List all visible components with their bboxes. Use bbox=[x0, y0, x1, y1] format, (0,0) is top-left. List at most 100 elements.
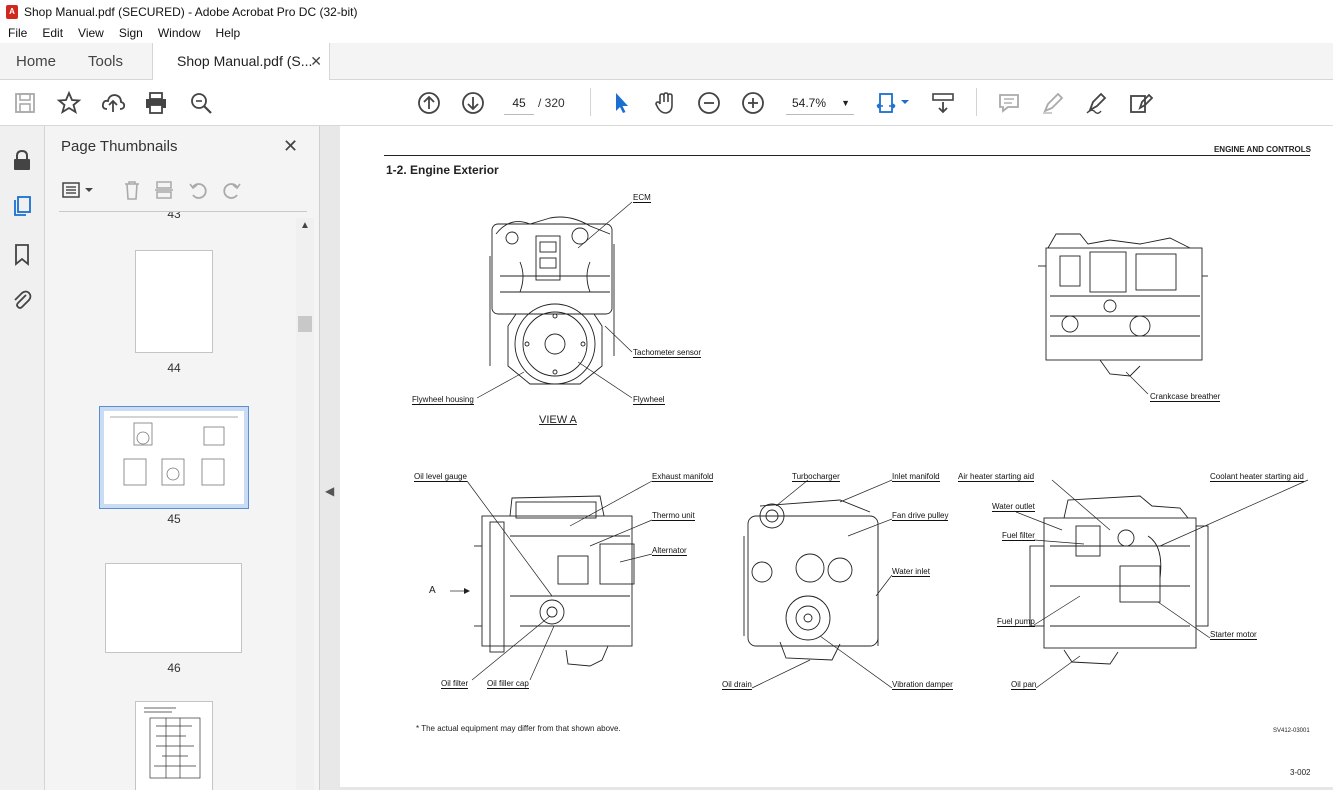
label-vibration-damper: Vibration damper bbox=[892, 680, 953, 690]
label-crankcase-breather: Crankcase breather bbox=[1150, 392, 1221, 402]
label-fan-drive-pulley: Fan drive pulley bbox=[892, 511, 949, 521]
scrollbar-thumb[interactable] bbox=[298, 316, 312, 332]
rotate-right-icon[interactable] bbox=[221, 179, 243, 201]
close-panel-icon[interactable]: ✕ bbox=[283, 136, 299, 156]
rotate-left-icon[interactable] bbox=[187, 179, 209, 201]
scroll-mode-icon[interactable] bbox=[930, 90, 956, 116]
label-air-heater: Air heater starting aid bbox=[958, 472, 1035, 482]
acrobat-app-icon: A bbox=[6, 4, 18, 19]
label-water-inlet: Water inlet bbox=[892, 567, 930, 577]
page-header: ENGINE AND CONTROLS bbox=[1213, 145, 1311, 154]
thumbnail-options-icon[interactable] bbox=[61, 179, 95, 201]
toolbar-divider bbox=[976, 88, 977, 116]
thumbnail-label-partial: 43 bbox=[167, 212, 181, 220]
label-ecm: ECM bbox=[633, 193, 651, 203]
menu-sign[interactable]: Sign bbox=[118, 26, 143, 40]
highlight-pen-icon[interactable] bbox=[1040, 90, 1066, 116]
bookmarks-icon[interactable] bbox=[10, 242, 34, 266]
thumbnail-label: 44 bbox=[167, 361, 181, 375]
thumbnail-page-44[interactable] bbox=[135, 250, 213, 353]
label-fuel-filter: Fuel filter bbox=[1002, 531, 1035, 541]
menu-window[interactable]: Window bbox=[157, 26, 201, 40]
delete-page-icon[interactable] bbox=[121, 179, 143, 201]
page-fit-icon[interactable] bbox=[874, 90, 912, 116]
page-thumbnails-panel: Page Thumbnails ✕ 43 44 bbox=[45, 126, 320, 790]
label-oil-drain: Oil drain bbox=[722, 680, 752, 690]
figure-code: SV412-03001 bbox=[1273, 728, 1310, 734]
sign-pen-icon[interactable] bbox=[1084, 90, 1110, 116]
page-total: / 320 bbox=[538, 96, 565, 110]
label-coolant-heater: Coolant heater starting aid bbox=[1210, 472, 1304, 482]
bookmark-star-icon[interactable] bbox=[56, 90, 82, 116]
label-oil-pan: Oil pan bbox=[1011, 680, 1037, 690]
collapse-panel-icon[interactable]: ◀ bbox=[325, 484, 335, 498]
zoom-search-icon[interactable] bbox=[188, 90, 214, 116]
attachment-icon[interactable] bbox=[10, 288, 34, 312]
lock-icon[interactable] bbox=[10, 148, 34, 172]
thumbnail-page-45-selected[interactable] bbox=[99, 406, 249, 509]
window-title: Shop Manual.pdf (SECURED) - Adobe Acroba… bbox=[24, 4, 358, 19]
section-title: 1-2. Engine Exterior bbox=[386, 163, 499, 177]
panel-collapse-strip[interactable]: ◀ bbox=[320, 126, 340, 790]
menu-file[interactable]: File bbox=[8, 26, 28, 40]
pdf-page: ENGINE AND CONTROLS 1-2. Engine Exterior bbox=[340, 126, 1333, 787]
header-rule bbox=[384, 155, 1310, 156]
label-thermo-unit: Thermo unit bbox=[652, 511, 695, 521]
close-tab-icon[interactable]: ✕ bbox=[310, 53, 322, 69]
label-flywheel-housing: Flywheel housing bbox=[412, 395, 474, 405]
label-exhaust-manifold: Exhaust manifold bbox=[652, 472, 714, 482]
tab-bar: Home Tools Shop Manual.pdf (S... ✕ bbox=[0, 43, 1333, 81]
engine-front-drawing bbox=[743, 499, 879, 661]
label-tachometer-sensor: Tachometer sensor bbox=[633, 348, 702, 358]
extract-pages-icon[interactable] bbox=[153, 179, 175, 201]
page-number-input[interactable]: 45 bbox=[504, 91, 534, 115]
scroll-up-icon[interactable]: ▲ bbox=[300, 220, 310, 231]
document-viewport[interactable]: ENGINE AND CONTROLS 1-2. Engine Exterior bbox=[340, 126, 1333, 790]
toolbar-divider bbox=[590, 88, 591, 116]
leader-lines bbox=[450, 201, 1309, 689]
zoom-level-select[interactable]: 54.7% ▼ bbox=[786, 91, 854, 115]
thumbnail-page-46[interactable] bbox=[105, 563, 242, 653]
zoom-out-icon[interactable] bbox=[696, 90, 722, 116]
menu-help[interactable]: Help bbox=[215, 26, 241, 40]
select-cursor-icon[interactable] bbox=[608, 90, 634, 116]
label-flywheel: Flywheel bbox=[633, 395, 665, 405]
label-water-outlet: Water outlet bbox=[992, 502, 1035, 512]
engine-view-a-drawing bbox=[489, 216, 615, 385]
zoom-in-icon[interactable] bbox=[740, 90, 766, 116]
tab-tools[interactable]: Tools bbox=[88, 53, 124, 70]
panel-divider bbox=[59, 211, 307, 212]
next-page-icon[interactable] bbox=[460, 90, 486, 116]
fill-sign-icon[interactable] bbox=[1128, 90, 1154, 116]
print-icon[interactable] bbox=[143, 90, 169, 116]
previous-page-icon[interactable] bbox=[416, 90, 442, 116]
page-footnote: * The actual equipment may differ from t… bbox=[416, 724, 621, 733]
label-oil-level-gauge: Oil level gauge bbox=[414, 472, 467, 482]
thumbnail-label: 46 bbox=[167, 661, 181, 675]
comment-icon[interactable] bbox=[996, 90, 1022, 116]
menu-edit[interactable]: Edit bbox=[42, 26, 64, 40]
engine-drawings bbox=[450, 201, 1309, 689]
page-number: 3-002 bbox=[1290, 768, 1311, 777]
thumbnail-page-47[interactable] bbox=[135, 701, 213, 790]
thumbnail-label: 45 bbox=[167, 512, 181, 526]
hand-tool-icon[interactable] bbox=[652, 90, 678, 116]
label-inlet-manifold: Inlet manifold bbox=[892, 472, 940, 482]
share-upload-icon[interactable] bbox=[100, 90, 126, 116]
left-rail bbox=[0, 126, 45, 790]
label-turbocharger: Turbocharger bbox=[792, 472, 840, 482]
engine-left-drawing bbox=[474, 495, 635, 667]
menu-view[interactable]: View bbox=[78, 26, 104, 40]
tab-document-label: Shop Manual.pdf (S... bbox=[177, 53, 313, 69]
label-starter-motor: Starter motor bbox=[1210, 630, 1257, 640]
view-a-caption: VIEW A bbox=[539, 414, 577, 426]
thumbnail-page-45 bbox=[104, 411, 244, 504]
tab-document[interactable]: Shop Manual.pdf (S... ✕ bbox=[152, 43, 330, 81]
menu-bar: File Edit View Sign Window Help bbox=[0, 23, 1333, 43]
save-icon[interactable] bbox=[12, 90, 38, 116]
page-thumbnails-icon[interactable] bbox=[10, 194, 34, 218]
tab-home[interactable]: Home bbox=[16, 53, 57, 70]
main-toolbar: 45 / 320 54.7% ▼ bbox=[0, 80, 1333, 126]
thumbnail-scrollbar[interactable]: ▲ bbox=[296, 218, 314, 790]
label-oil-filler-cap: Oil filler cap bbox=[487, 679, 529, 689]
